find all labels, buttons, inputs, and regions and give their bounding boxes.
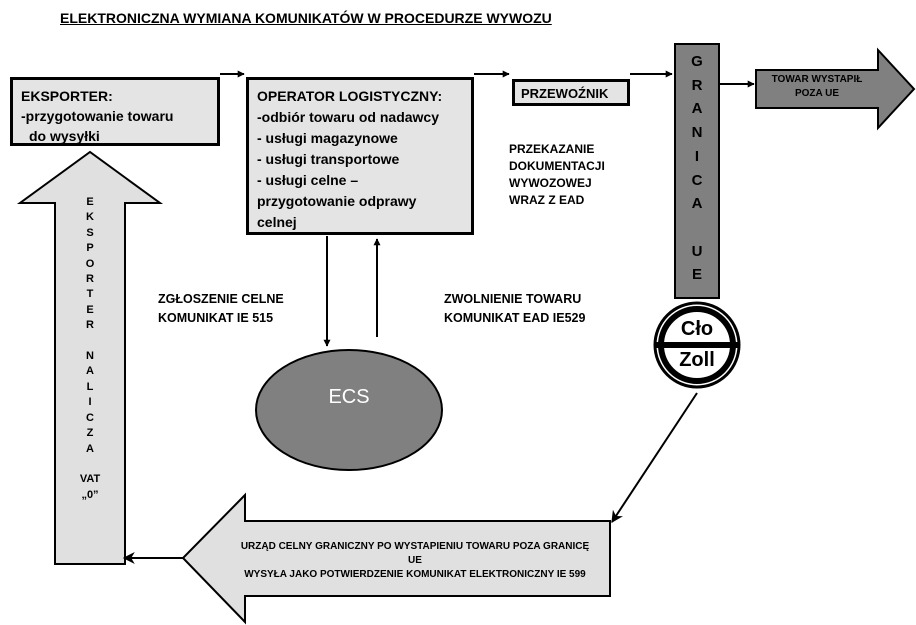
operator-line: - usługi magazynowe <box>257 130 398 146</box>
release-note-line: KOMUNIKAT EAD IE529 <box>444 311 586 325</box>
declaration-note-line: ZGŁOSZENIE CELNE <box>158 292 284 306</box>
operator-heading: OPERATOR LOGISTYCZNY: <box>257 88 443 104</box>
operator-line: celnej <box>257 214 297 230</box>
exporter-vat-letter: I <box>88 396 92 409</box>
handover-note: PRZEKAZANIE DOKUMENTACJI WYWOZOWEJ WRAZ … <box>509 141 605 209</box>
exporter-vat-label: E K S P O R T E R N A L I C Z A VAT „0” <box>52 195 128 503</box>
exporter-vat-letter: N <box>86 350 94 363</box>
release-note: ZWOLNIENIE TOWARU KOMUNIKAT EAD IE529 <box>444 290 585 328</box>
exporter-vat-letter: „0” <box>81 488 99 501</box>
exporter-vat-letter: S <box>86 226 94 239</box>
border-letter: U <box>691 242 703 260</box>
customs-office-label: URZĄD CELNY GRANICZNY PO WYSTAPIENIU TOW… <box>215 540 615 582</box>
handover-note-line: PRZEKAZANIE <box>509 142 595 156</box>
declaration-note: ZGŁOSZENIE CELNE KOMUNIKAT IE 515 <box>158 290 284 328</box>
handover-note-line: DOKUMENTACJI <box>509 159 605 173</box>
border-letter: G <box>691 53 703 70</box>
customs-office-arrow <box>181 492 611 625</box>
goods-left-line: TOWAR WYSTAPIŁ <box>771 74 863 85</box>
exporter-line: -przygotowanie towaru <box>21 108 174 124</box>
exporter-vat-letter <box>88 457 91 472</box>
operator-line: przygotowanie odprawy <box>257 193 417 209</box>
border-letter <box>695 216 699 240</box>
border-letter: I <box>694 147 700 165</box>
exporter-vat-letter: R <box>86 319 94 332</box>
release-note-line: ZWOLNIENIE TOWARU <box>444 292 582 306</box>
border-letter: A <box>691 100 703 118</box>
customs-office-line: UE <box>408 555 422 566</box>
carrier-box: PRZEWOŹNIK <box>512 79 630 106</box>
exporter-vat-letter: E <box>86 303 94 316</box>
customs-stamp-icon <box>653 301 741 389</box>
border-letter: A <box>691 195 703 213</box>
operator-line: -odbiór towaru od nadawcy <box>257 109 440 125</box>
exporter-vat-letter: K <box>86 211 94 224</box>
operator-line: - usługi transportowe <box>257 151 400 167</box>
handover-note-line: WRAZ Z EAD <box>509 193 585 207</box>
stamp-bottom-word: Zoll <box>679 349 715 371</box>
handover-note-line: WYWOZOWEJ <box>509 176 592 190</box>
border-label: G R A N I C A U E <box>676 50 718 287</box>
ecs-node <box>255 349 443 471</box>
goods-left-line: POZA UE <box>794 88 840 99</box>
exporter-vat-letter: Z <box>86 427 94 440</box>
exporter-vat-letter: T <box>86 288 94 301</box>
customs-office-line: WYSYŁA JAKO POTWIERDZENIE KOMUNIKAT ELEK… <box>244 569 586 580</box>
exporter-box: EKSPORTER: -przygotowanie towaru do wysy… <box>10 77 220 146</box>
exporter-line: do wysyłki <box>29 128 100 144</box>
exporter-heading: EKSPORTER: <box>21 88 113 104</box>
border-letter: N <box>691 124 703 142</box>
carrier-label: PRZEWOŹNIK <box>521 86 609 101</box>
exporter-vat-letter: P <box>86 242 94 255</box>
declaration-note-line: KOMUNIKAT IE 515 <box>158 311 274 325</box>
border-letter: R <box>691 76 703 94</box>
exporter-vat-letter: A <box>86 442 94 455</box>
exporter-vat-letter: C <box>86 411 94 424</box>
ecs-label: ECS <box>328 386 370 408</box>
exporter-vat-letter: A <box>86 365 94 378</box>
customs-office-line: URZĄD CELNY GRANICZNY PO WYSTAPIENIU TOW… <box>240 541 590 552</box>
exporter-vat-letter <box>88 334 91 349</box>
border-letter: C <box>691 171 703 189</box>
exporter-vat-letter: E <box>86 196 94 208</box>
border-letter: E <box>691 266 702 284</box>
exporter-vat-letter: VAT <box>79 473 101 486</box>
goods-left-label: TOWAR WYSTAPIŁ POZA UE <box>758 73 876 101</box>
operator-line: - usługi celne – <box>257 172 359 188</box>
stamp-top-word: Cło <box>680 318 714 340</box>
exporter-vat-letter: L <box>86 380 94 393</box>
border-column <box>674 43 720 299</box>
exporter-vat-letter: O <box>85 257 95 270</box>
exporter-vat-letter: R <box>86 273 94 286</box>
operator-box: OPERATOR LOGISTYCZNY: -odbiór towaru od … <box>246 77 474 235</box>
arrow-stamp-to-customs <box>611 392 698 524</box>
exporter-vat-arrow <box>16 150 164 565</box>
goods-left-arrow <box>755 47 916 131</box>
diagram-title: ELEKTRONICZNA WYMIANA KOMUNIKATÓW W PROC… <box>60 10 552 26</box>
